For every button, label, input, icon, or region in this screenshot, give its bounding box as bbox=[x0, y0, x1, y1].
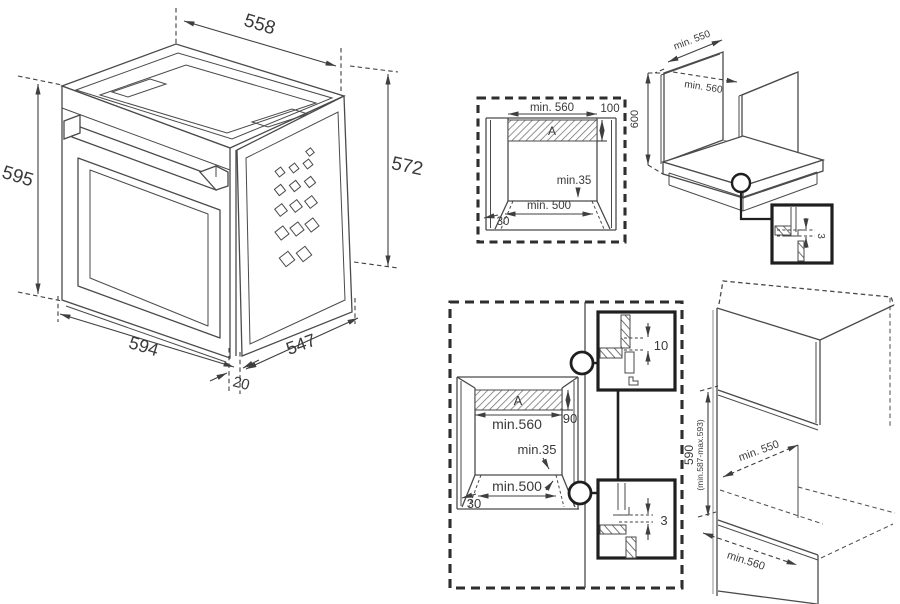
dim-label-front-gap: 30 bbox=[497, 216, 510, 228]
detail-callout-base: 3 bbox=[730, 172, 834, 265]
vent-area-band bbox=[507, 119, 598, 142]
dim-label-rear-gap: min.35 bbox=[557, 175, 592, 187]
dim-column-rear-gap: min.35 bbox=[517, 442, 557, 470]
dim-label-cabinet-top-depth: min. 550 bbox=[672, 29, 712, 53]
dim-label-cabinet-height: 600 bbox=[629, 110, 641, 128]
detail-box-content: 3 bbox=[774, 207, 826, 262]
detail-callout-bottom: 3 bbox=[567, 478, 677, 560]
vent-area-band bbox=[474, 389, 563, 411]
detail-box-top-content: 10 bbox=[599, 314, 668, 386]
vent-area-label: A bbox=[548, 124, 556, 138]
dim-niche-height: 590 (min.587-max.593) bbox=[682, 385, 719, 518]
oven-handle bbox=[63, 114, 229, 191]
dim-vent-depth: 100 bbox=[597, 103, 620, 142]
dim-label-column-rear-gap: min.35 bbox=[517, 442, 556, 457]
dim-column-top-width: min.560 bbox=[475, 412, 562, 432]
dim-label-base-width: min. 500 bbox=[527, 200, 571, 212]
oven-side-face bbox=[235, 94, 353, 357]
oven-control-pattern bbox=[273, 147, 320, 268]
dim-label-top-width: 558 bbox=[241, 10, 277, 39]
oven-drawing bbox=[60, 43, 353, 363]
dim-label-niche-height: 590 bbox=[682, 445, 696, 465]
detail-circle bbox=[730, 172, 752, 194]
dim-label-door-overhang: 20 bbox=[231, 373, 252, 394]
cutout-dashed-border bbox=[476, 96, 627, 244]
column-dashed-border bbox=[448, 300, 684, 590]
dim-label-column-vent-depth: 90 bbox=[563, 411, 577, 426]
dim-label-niche-width: min.560 bbox=[725, 549, 766, 573]
figure-oven-dimensions: 558 595 572 594 547 20 bbox=[0, 8, 425, 394]
dim-label-vent-depth: 100 bbox=[600, 103, 619, 115]
detail-circle-bottom bbox=[567, 480, 593, 506]
dim-column-base-width: min.500 bbox=[478, 478, 556, 499]
dim-niche-depth: min. 550 bbox=[722, 438, 799, 478]
dim-column-front-gap: 30 bbox=[461, 492, 481, 511]
dim-label-niche-height-range: (min.587-max.593) bbox=[695, 419, 705, 491]
dim-label-niche-depth: min. 550 bbox=[737, 438, 781, 464]
dim-oven-right-height: 572 bbox=[349, 65, 425, 269]
dim-label-detail-bottom-gap: 3 bbox=[660, 513, 667, 528]
dim-label-detail-top-gap: 10 bbox=[654, 338, 668, 353]
figure-worktop-cutout: A min. 560 100 min.35 min. 500 30 bbox=[476, 96, 627, 244]
dim-label-bottom-width: 594 bbox=[126, 332, 161, 360]
dim-label-left-height: 595 bbox=[0, 162, 36, 191]
dim-cutout-top-width: min. 560 bbox=[508, 102, 597, 117]
figure-tall-cabinet: 590 (min.587-max.593) min. 550 min.560 bbox=[682, 280, 896, 604]
detail-callout-top: 10 bbox=[569, 310, 677, 392]
dim-label-column-top-width: min.560 bbox=[492, 416, 542, 432]
dim-label-right-height: 572 bbox=[389, 153, 424, 180]
dim-column-vent-depth: 90 bbox=[562, 390, 577, 426]
dim-label-column-base-width: min.500 bbox=[492, 478, 542, 494]
dim-cabinet-height: 600 bbox=[629, 72, 664, 175]
dim-oven-left-height: 595 bbox=[0, 75, 63, 302]
vent-area-label: A bbox=[514, 393, 523, 408]
base-cabinet-drawing bbox=[660, 51, 826, 212]
figure-column-cutout: A 90 min.560 min.35 min.500 30 bbox=[448, 300, 684, 590]
dim-label-column-front-gap: 30 bbox=[467, 496, 481, 511]
cutout-drawing: A bbox=[485, 117, 617, 231]
dim-label-base-detail-gap: 3 bbox=[815, 233, 826, 239]
detail-box-bottom-content: 3 bbox=[599, 483, 668, 559]
figure-base-cabinet: min. 550 min. 560 600 3 bbox=[629, 29, 834, 265]
dim-oven-door-overhang: 20 bbox=[209, 348, 260, 394]
dim-base-width: min. 500 bbox=[505, 200, 593, 217]
dim-rear-gap: min.35 bbox=[557, 175, 592, 198]
dim-label-cutout-top-width: min. 560 bbox=[530, 102, 574, 114]
detail-circle-top bbox=[569, 350, 595, 376]
dim-front-gap: 30 bbox=[483, 213, 510, 228]
